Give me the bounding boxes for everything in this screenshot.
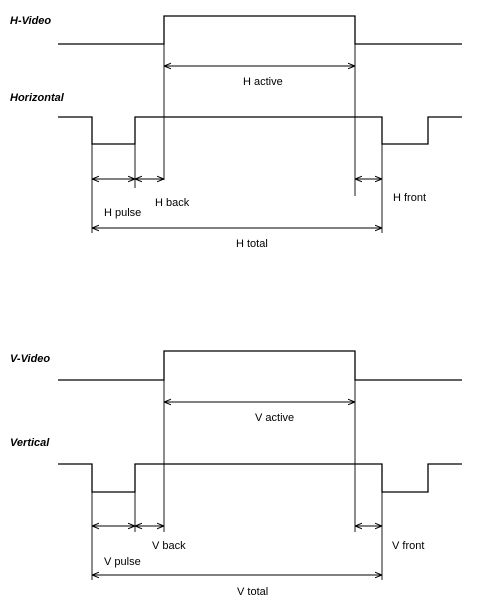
vertical-sync-waveform xyxy=(58,463,462,493)
horizontal-timing-section: H-Video H active Horizontal H pulse H ba… xyxy=(10,15,462,250)
vertical-sync-title: Vertical xyxy=(10,437,50,449)
v-pulse-label: V pulse xyxy=(104,556,141,568)
horizontal-sync-waveform xyxy=(58,116,462,145)
v-total-label: V total xyxy=(237,586,268,598)
h-front-label: H front xyxy=(393,192,426,204)
horizontal-sync-title: Horizontal xyxy=(10,92,65,104)
h-back-label: H back xyxy=(155,197,190,209)
v-front-label: V front xyxy=(392,540,424,552)
v-active-label: V active xyxy=(255,412,294,424)
v-video-title: V-Video xyxy=(10,353,50,365)
h-video-waveform xyxy=(58,15,462,45)
h-video-title: H-Video xyxy=(10,15,51,27)
v-back-label: V back xyxy=(152,540,186,552)
vertical-timing-section: V-Video V active Vertical V back V front… xyxy=(10,350,462,598)
h-total-label: H total xyxy=(236,238,268,250)
v-video-waveform xyxy=(58,350,462,381)
h-active-label: H active xyxy=(243,76,283,88)
h-pulse-label: H pulse xyxy=(104,207,141,219)
